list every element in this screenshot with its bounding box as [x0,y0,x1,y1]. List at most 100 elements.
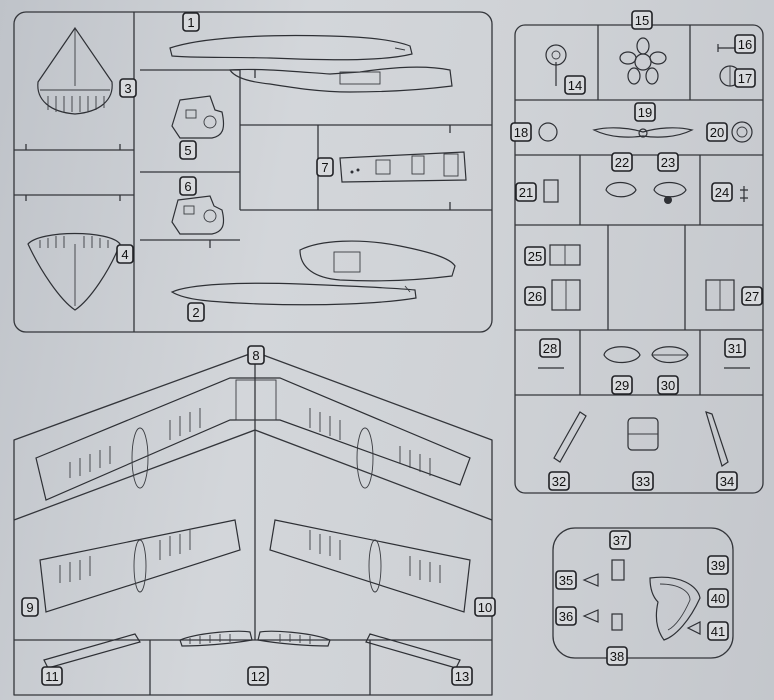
part-label-text: 13 [455,669,469,684]
part-1-fuselage-half [169,34,453,93]
part-label-text: 24 [715,185,729,200]
part-label-24: 24 [711,182,733,202]
part-label-text: 15 [635,13,649,28]
part-label-text: 18 [514,125,528,140]
part-label-27: 27 [741,286,763,306]
part-label-32: 32 [548,471,570,491]
part-label-14: 14 [564,75,586,95]
part-29-canopy [603,346,641,364]
part-label-36: 36 [555,606,577,626]
part-label-28: 28 [539,338,561,358]
part-36-window [582,609,599,623]
part-label-33: 33 [632,471,654,491]
part-41-window [686,621,701,635]
part-2-fuselage-half [170,240,456,306]
part-label-text: 7 [321,160,328,175]
part-label-text: 19 [638,105,652,120]
part-label-text: 5 [184,143,191,158]
part-label-text: 32 [552,474,566,489]
part-label-20: 20 [706,122,728,142]
part-26-seat [551,279,581,311]
part-label-40: 40 [707,588,729,608]
part-label-7: 7 [316,157,334,177]
part-label-text: 21 [519,185,533,200]
part-label-41: 41 [707,621,729,641]
part-label-3: 3 [119,78,137,98]
part-label-15: 15 [631,10,653,30]
part-4-tail [27,232,121,311]
part-label-text: 16 [738,37,752,52]
part-label-text: 35 [559,573,573,588]
part-39-40-canopy [649,576,701,641]
part-label-text: 20 [710,125,724,140]
part-label-text: 36 [559,609,573,624]
part-label-text: 31 [728,341,742,356]
part-label-23: 23 [657,152,679,172]
part-label-30: 30 [657,375,679,395]
part-label-text: 23 [661,155,675,170]
part-20-spinner [731,121,753,143]
part-34-gear-leg [705,411,729,467]
sprue-frame-c [514,24,764,494]
part-label-text: 38 [610,649,624,664]
part-12-flaps [179,630,331,647]
part-label-22: 22 [611,152,633,172]
part-label-26: 26 [524,286,546,306]
part-label-text: 12 [251,669,265,684]
part-19-propeller [592,127,694,138]
part-label-text: 37 [613,533,627,548]
part-label-text: 27 [745,289,759,304]
part-7-floor [339,151,467,183]
sprue-frame-a [13,11,493,333]
part-23-cowl [653,181,687,204]
part-label-text: 17 [738,71,752,86]
part-label-4: 4 [116,244,134,264]
part-label-text: 8 [252,348,259,363]
part-label-17: 17 [734,68,756,88]
part-37-window [611,559,625,581]
part-label-13: 13 [451,666,473,686]
part-label-text: 2 [192,305,199,320]
part-label-31: 31 [724,338,746,358]
part-label-text: 3 [124,81,131,96]
part-label-6: 6 [179,176,197,196]
part-3-fin [37,26,113,115]
part-8-upper-wing [35,377,471,501]
part-30-canopy [651,346,689,364]
part-35-window [582,573,599,587]
part-label-text: 40 [711,591,725,606]
sprue-frame-b [13,351,493,696]
part-33-tail-wheel [627,417,659,451]
part-label-text: 6 [184,179,191,194]
part-24-bracket [740,186,748,202]
part-25-seat [549,244,581,266]
part-22-cowl [605,181,637,198]
part-label-37: 37 [609,530,631,550]
part-label-16: 16 [734,34,756,54]
part-9-lower-wing [39,519,241,613]
part-38-window [611,613,623,631]
part-label-text: 1 [187,15,194,30]
part-label-text: 33 [636,474,650,489]
part-label-text: 39 [711,558,725,573]
part-11-aileron [43,633,141,669]
sprue-frame-d [552,527,734,659]
part-label-1: 1 [182,12,200,32]
part-21-panel [543,179,559,203]
part-label-34: 34 [716,471,738,491]
part-label-29: 29 [611,375,633,395]
part-label-text: 9 [26,600,33,615]
part-label-text: 4 [121,247,128,262]
part-label-text: 30 [661,378,675,393]
part-label-text: 34 [720,474,734,489]
part-label-11: 11 [41,666,63,686]
part-label-text: 14 [568,78,582,93]
part-label-9: 9 [21,597,39,617]
part-label-text: 10 [478,600,492,615]
part-label-35: 35 [555,570,577,590]
part-label-38: 38 [606,646,628,666]
part-label-5: 5 [179,140,197,160]
